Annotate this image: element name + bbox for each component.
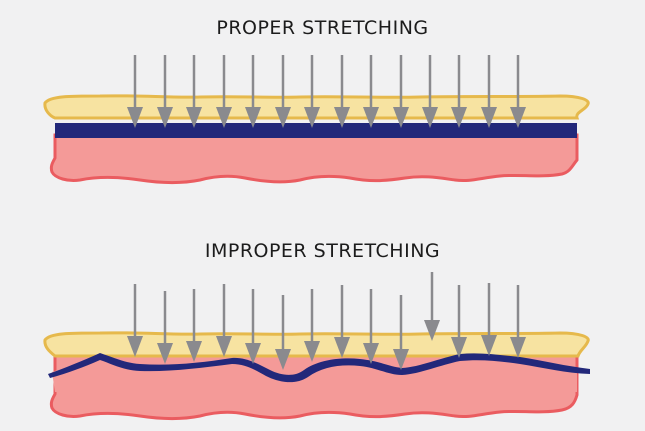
improper-arrows [127,272,526,370]
arrow [304,55,320,128]
arrow [157,55,173,128]
arrow [393,55,409,128]
arrow [216,55,232,128]
arrow [363,55,379,128]
arrow [334,55,350,128]
arrow [157,291,173,364]
arrow [481,283,497,356]
arrow [393,295,409,370]
proper-stretching-title: PROPER STRETCHING [216,17,429,39]
improper-panel [43,272,590,421]
arrow [275,55,291,128]
arrow [245,289,261,364]
arrow [451,285,467,358]
arrow [186,55,202,128]
arrow [186,289,202,362]
arrow [422,55,438,128]
arrow [481,55,497,128]
proper-tissue-layer [49,133,579,185]
arrow [275,295,291,370]
arrow [363,289,379,364]
proper-skin-layer [43,94,590,120]
arrow [510,55,526,128]
arrow [245,55,261,128]
arrow [216,284,232,357]
arrow [304,289,320,362]
proper-arrows [127,55,526,128]
arrow [127,284,143,357]
arrow [127,55,143,128]
arrow [424,272,440,341]
arrow [334,285,350,358]
improper-stretching-title: IMPROPER STRETCHING [204,240,441,262]
improper-fascia-layer [48,353,590,383]
arrow [451,55,467,128]
proper-fascia-layer [55,123,577,138]
arrow [510,285,526,358]
proper-panel [43,55,590,185]
